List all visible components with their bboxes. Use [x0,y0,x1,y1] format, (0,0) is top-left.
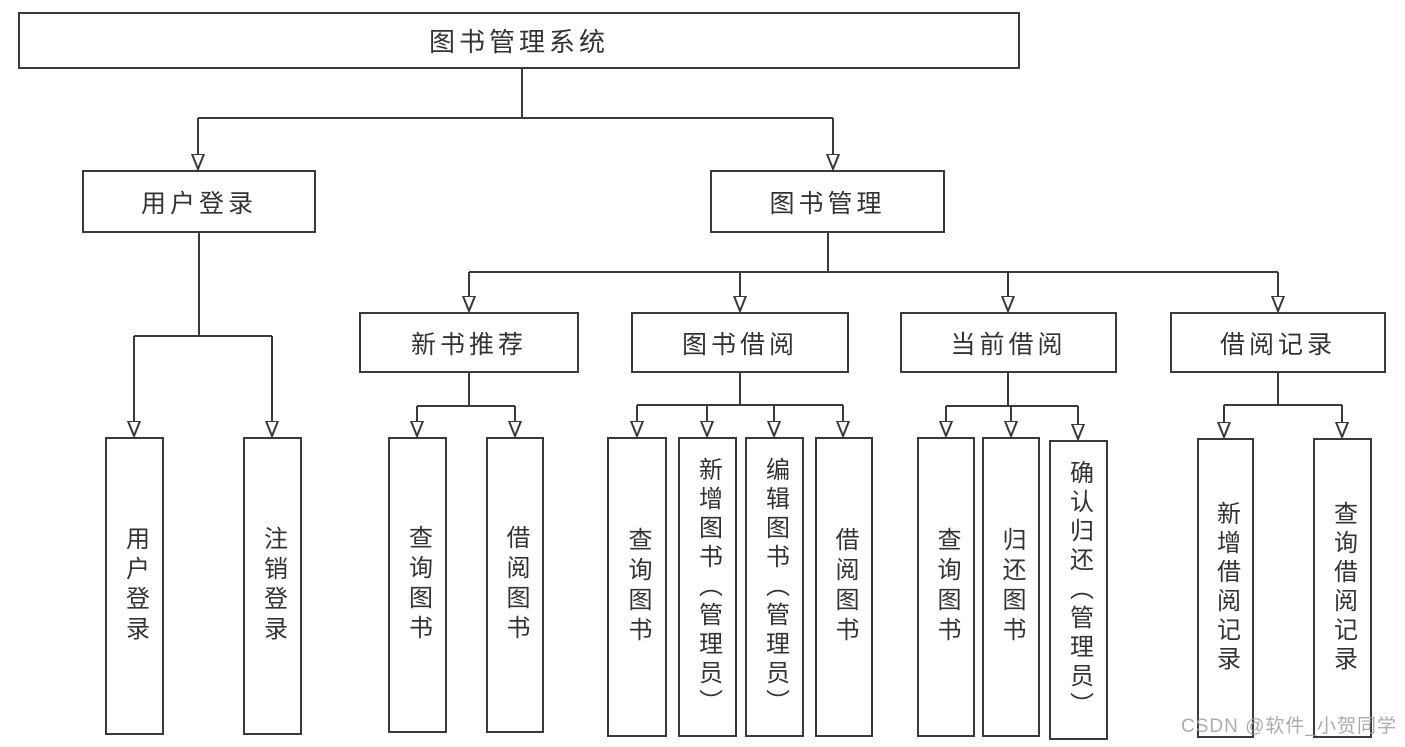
node-library-management-system: 图书管理系统 [18,12,1020,69]
leaf-add-borrow-record-label: 新增借阅记录 [1212,501,1240,675]
leaf-query-books-recommend: 查询图书 [388,437,447,733]
leaf-logout: 注销登录 [243,437,302,735]
leaf-user-login: 用户登录 [105,437,164,735]
leaf-return-book-label: 归还图书 [998,527,1025,647]
leaf-borrow-books: 借阅图书 [815,437,873,737]
node-borrowing-records: 借阅记录 [1170,312,1386,373]
leaf-logout-label: 注销登录 [259,526,287,646]
leaf-edit-book-admin: 编辑图书（管理员） [745,437,804,737]
leaf-edit-book-admin-label: 编辑图书（管理员） [761,456,789,718]
leaf-borrow-books-recommend-label: 借阅图书 [502,525,529,645]
leaf-add-book-admin: 新增图书（管理员） [678,437,737,737]
leaf-query-borrow-record: 查询借阅记录 [1313,438,1372,738]
leaf-query-books-current: 查询图书 [917,437,975,737]
leaf-user-login-label: 用户登录 [121,526,149,646]
leaf-confirm-return-admin-label: 确认归还（管理员） [1065,459,1093,721]
leaf-borrow-books-recommend: 借阅图书 [486,437,544,733]
leaf-query-borrow-record-label: 查询借阅记录 [1329,501,1357,675]
leaf-query-books-borrowing-label: 查询图书 [624,527,651,647]
leaf-add-book-admin-label: 新增图书（管理员） [694,456,722,718]
leaf-add-borrow-record: 新增借阅记录 [1197,438,1254,738]
leaf-query-books-borrowing: 查询图书 [607,437,667,737]
node-new-book-recommend: 新书推荐 [359,312,579,373]
node-book-management: 图书管理 [710,170,945,233]
leaf-query-books-recommend-label: 查询图书 [404,525,432,645]
csdn-watermark: CSDN @软件_小贺同学 [1181,716,1397,737]
leaf-confirm-return-admin: 确认归还（管理员） [1049,440,1108,740]
node-current-borrowing: 当前借阅 [900,312,1117,373]
leaf-query-books-current-label: 查询图书 [933,527,960,647]
node-user-login: 用户登录 [82,170,316,233]
leaf-borrow-books-label: 借阅图书 [831,527,858,647]
node-book-borrowing: 图书借阅 [631,312,849,373]
leaf-return-book: 归还图书 [982,437,1040,737]
